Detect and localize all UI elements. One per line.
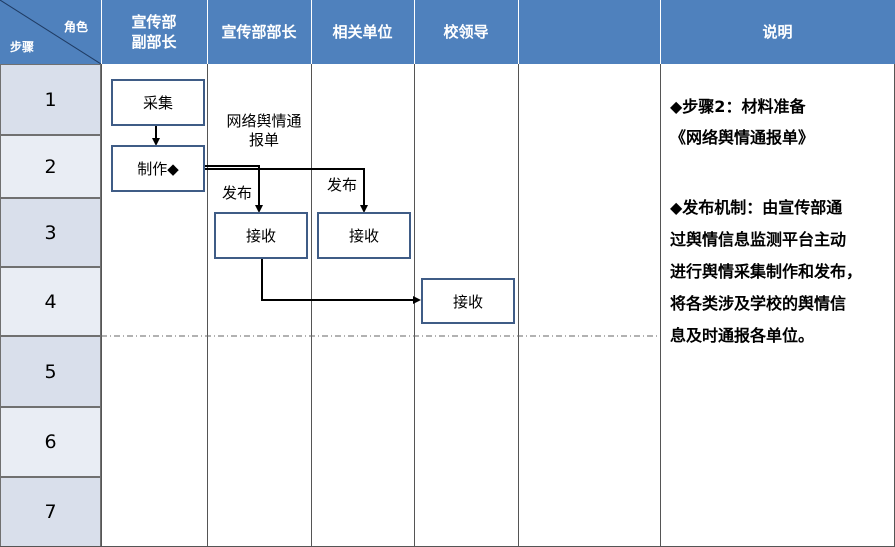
col-header-units: 相关单位 <box>311 0 414 64</box>
node-receive-minister: 接收 <box>214 212 308 259</box>
notes-mechanism-line-4: 将各类涉及学校的舆情信 <box>670 294 847 313</box>
node-produce: 制作◆ <box>111 145 205 192</box>
corner-step-label: 步骤 <box>10 40 35 54</box>
arrow-minister-to-leaders <box>261 258 421 304</box>
col-header-minister: 宣传部部长 <box>207 0 311 64</box>
header-separators <box>0 0 895 64</box>
col-header-leaders: 校领导 <box>414 0 518 64</box>
step-row-7: 7 <box>0 477 101 547</box>
corner-cell: 角色 步骤 <box>0 0 101 64</box>
corner-diagonal <box>0 0 101 64</box>
notes-mechanism-line-2: 过舆情信息监测平台主动 <box>670 230 847 249</box>
node-receive-units: 接收 <box>317 212 411 259</box>
col-line-empty <box>518 64 519 547</box>
col-line-minister <box>207 64 208 547</box>
notes-mechanism-line-5: 息及时通报各单位。 <box>670 326 815 345</box>
phase-divider-line <box>101 335 660 337</box>
label-report-form: 网络舆情通 报单 <box>226 112 302 149</box>
col-line-notes <box>660 64 661 547</box>
step-row-6: 6 <box>0 407 101 477</box>
step-row-2: 2 <box>0 135 101 198</box>
arrow-produce-to-minister <box>205 165 263 213</box>
label-publish-minister: 发布 <box>222 184 253 202</box>
notes-title: ◆步骤2：材料准备 <box>670 97 806 116</box>
col-line-units <box>311 64 312 547</box>
label-publish-units: 发布 <box>327 176 358 194</box>
notes-subtitle: 《网络舆情通报单》 <box>670 128 815 147</box>
col-header-notes: 说明 <box>660 0 895 64</box>
step-row-4: 4 <box>0 267 101 336</box>
step-row-5: 5 <box>0 336 101 407</box>
notes-mechanism-line-1: ◆发布机制：由宣传部通 <box>670 198 843 217</box>
arrow-produce-to-units <box>205 168 368 213</box>
col-header-deputy: 宣传部 副部长 <box>101 0 207 64</box>
notes-mechanism-line-3: 进行舆情采集制作和发布， <box>670 262 863 281</box>
corner-role-label: 角色 <box>64 20 89 34</box>
node-collect: 采集 <box>111 79 205 126</box>
col-header-empty <box>518 0 660 64</box>
node-receive-leaders: 接收 <box>421 278 515 324</box>
col-line-deputy <box>101 64 102 547</box>
step-row-1: 1 <box>0 64 101 135</box>
col-line-leaders <box>414 64 415 547</box>
step-row-3: 3 <box>0 198 101 267</box>
